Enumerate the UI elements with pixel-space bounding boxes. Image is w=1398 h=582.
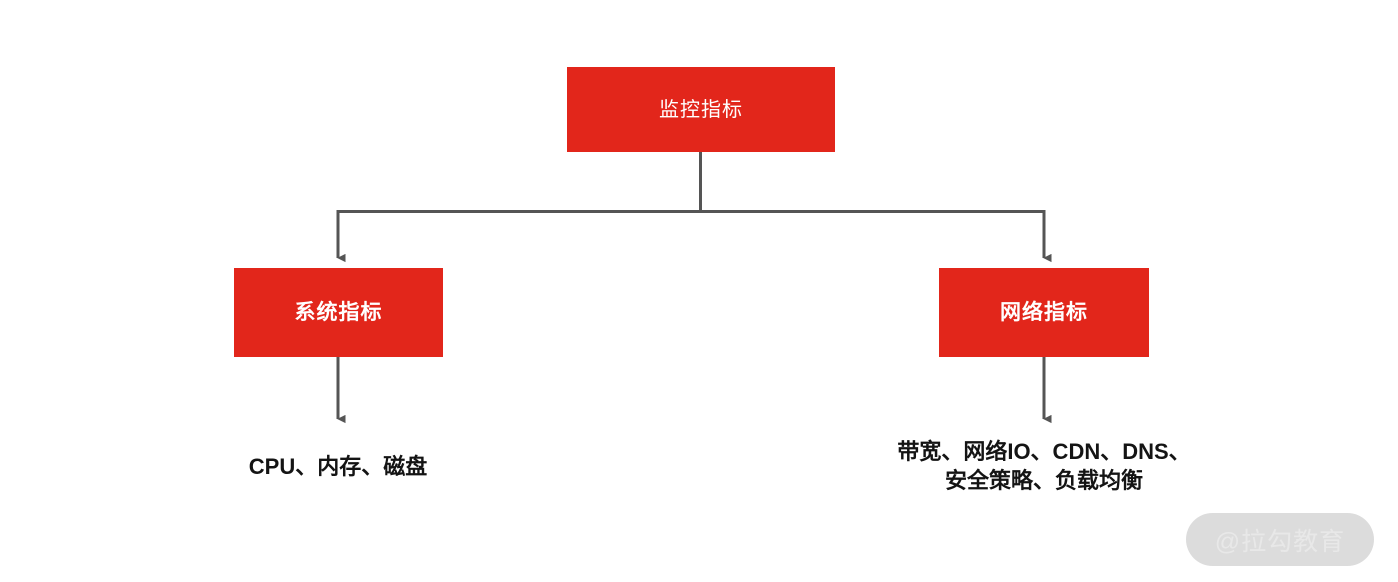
- node-root-label: 监控指标: [659, 98, 743, 121]
- watermark-label: @拉勾教育: [1214, 527, 1346, 556]
- watermark-badge: @拉勾教育: [1186, 513, 1374, 566]
- node-network-label: 网络指标: [1000, 300, 1088, 324]
- node-system-metrics[interactable]: 系统指标: [234, 268, 443, 357]
- leaf-system-metric-items: CPU、内存、磁盘: [248, 454, 428, 479]
- node-system-label: 系统指标: [294, 300, 383, 324]
- node-root-monitoring-metrics[interactable]: 监控指标: [567, 67, 835, 152]
- leaf-network-metric-items: 带宽、网络IO、CDN、DNS、 安全策略、负载均衡: [897, 439, 1191, 493]
- node-network-metrics[interactable]: 网络指标: [939, 268, 1149, 357]
